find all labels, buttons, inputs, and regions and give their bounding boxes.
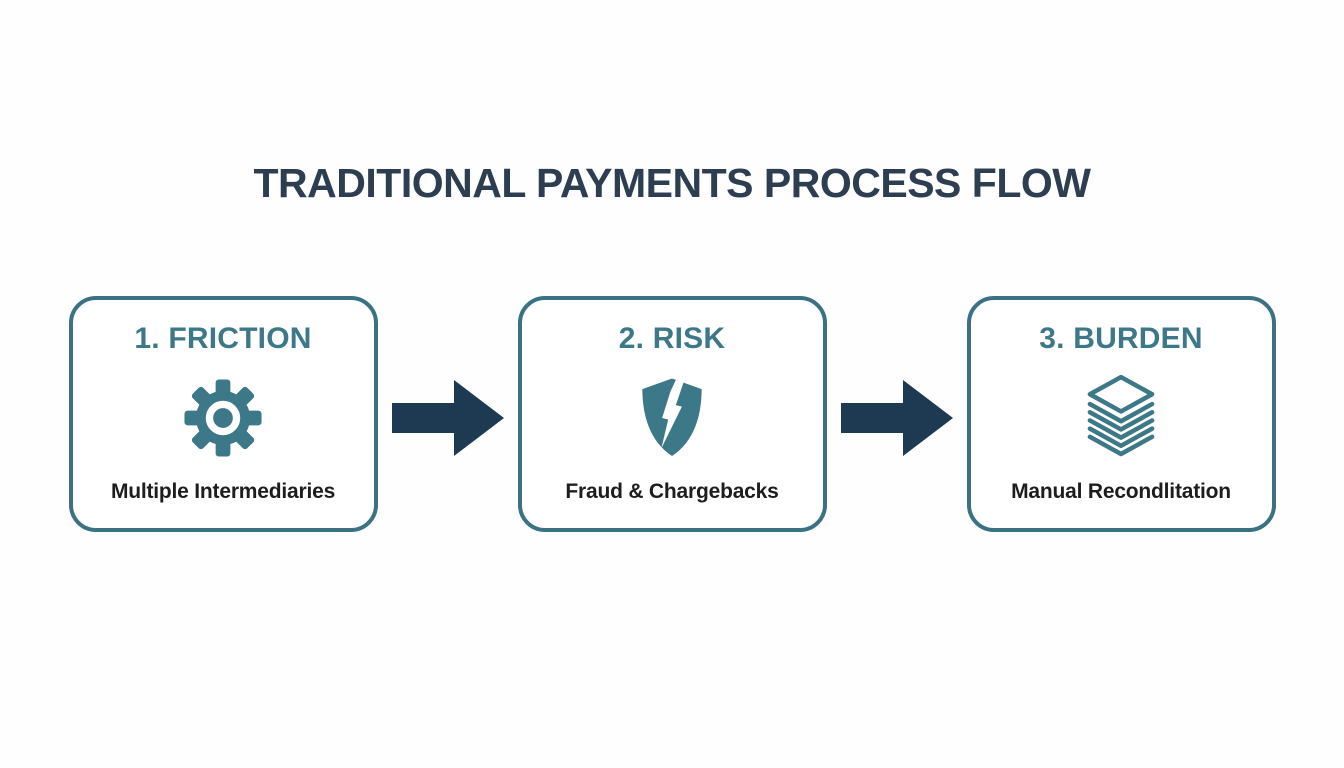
step-label: Manual Recondlitation (1011, 480, 1231, 503)
process-flow-row: 1. FRICTION Multiple Intermediaries (0, 296, 1344, 532)
step-heading: 2. RISK (618, 322, 726, 355)
right-arrow-icon (840, 372, 953, 464)
step-card-friction: 1. FRICTION Multiple Intermediaries (68, 296, 378, 532)
right-arrow-icon (391, 372, 504, 464)
gear-icon (182, 354, 264, 481)
step-label: Multiple Intermediaries (110, 480, 336, 503)
layers-stack-icon (1077, 354, 1165, 481)
page-title: TRADITIONAL PAYMENTS PROCESS FLOW (253, 160, 1091, 206)
payments-flow-diagram: TRADITIONAL PAYMENTS PROCESS FLOW 1. FRI… (0, 163, 1344, 768)
step-heading: 1. FRICTION (134, 322, 312, 355)
shield-lightning-icon (634, 354, 710, 481)
step-heading: 3. BURDEN (1039, 322, 1203, 355)
step-label: Fraud & Chargebacks (565, 480, 779, 503)
step-card-burden: 3. BURDEN Manual Recondlitation (966, 296, 1276, 532)
step-card-risk: 2. RISK Fraud & Chargebacks (517, 296, 827, 532)
